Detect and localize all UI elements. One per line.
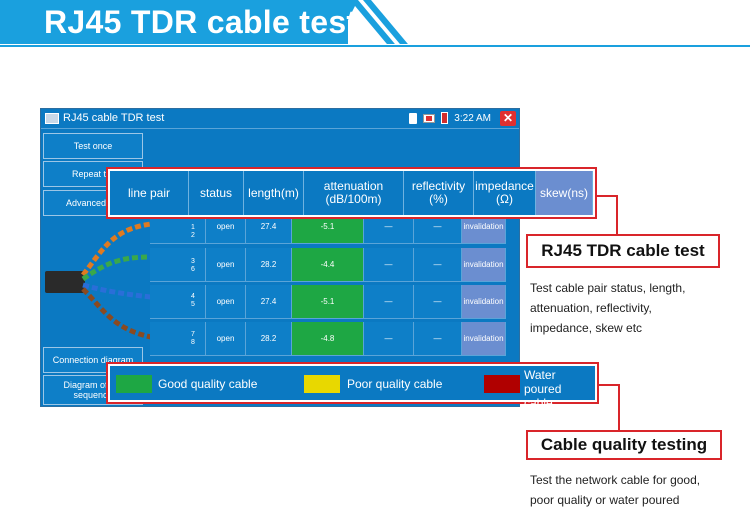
attenuation-cell: -5.1	[292, 285, 364, 319]
impedance-dash-cell: —	[414, 285, 462, 319]
header-reflectivity-label: reflectivity	[411, 179, 466, 193]
reflectivity-cell: —	[364, 248, 414, 282]
banner: RJ45 TDR cable test	[0, 0, 750, 48]
header-impedance-unit: (Ω)	[496, 192, 513, 206]
header-impedance-label: impedance	[475, 179, 534, 193]
status-cell: open	[206, 248, 246, 282]
table-row: open 27.4 -5.1 — — invalidation	[150, 285, 506, 319]
quality-desc-line: Test the network cable for good,	[530, 473, 701, 487]
sequence-diagram-label-2: sequence	[73, 390, 113, 400]
length-cell: 28.2	[246, 248, 292, 282]
pair-second: 6	[191, 266, 195, 273]
callout-connector	[597, 195, 617, 197]
reflectivity-cell: —	[364, 322, 414, 356]
quality-callout-title: Cable quality testing	[526, 430, 722, 460]
line-pair-cell	[150, 285, 206, 319]
header-status: status	[189, 171, 244, 215]
legend-highlight: Good quality cable Poor quality cable Wa…	[106, 362, 599, 410]
close-button[interactable]: ✕	[500, 111, 516, 126]
pair-second: 8	[191, 339, 195, 346]
impedance-cell: invalidation	[462, 322, 506, 356]
impedance-dash-cell: —	[414, 248, 462, 282]
flag-icon	[423, 113, 436, 123]
banner-bar	[0, 0, 348, 44]
quality-legend: Good quality cable Poor quality cable Wa…	[110, 366, 595, 410]
impedance-cell: invalidation	[462, 285, 506, 319]
callout-connector	[616, 195, 618, 235]
callout-connector	[599, 384, 619, 386]
header-skew: skew(ns)	[536, 171, 593, 215]
app-icon	[45, 113, 59, 124]
water-poured-label: Water poured cable	[524, 368, 595, 410]
sd-card-icon	[409, 112, 418, 124]
banner-underline	[0, 45, 750, 47]
line-pair-cell	[150, 322, 206, 356]
header-attenuation-label: attenuation	[323, 179, 384, 193]
quality-desc-line: poor quality or water poured	[530, 493, 680, 507]
pair-first: 7	[191, 331, 195, 338]
test-once-button[interactable]: Test once	[43, 133, 143, 159]
pair-first: 1	[191, 224, 195, 231]
tdr-callout-title: RJ45 TDR cable test	[526, 234, 720, 268]
status-bar: RJ45 cable TDR test 3:22 AM ✕	[41, 109, 519, 129]
table-row: open 28.2 -4.4 — — invalidation	[150, 248, 506, 282]
water-poured-swatch	[484, 375, 520, 393]
header-attenuation: attenuation (dB/100m)	[304, 171, 404, 215]
banner-title: RJ45 TDR cable test	[44, 4, 358, 40]
pair-second: 2	[191, 232, 195, 239]
status-cell: open	[206, 322, 246, 356]
poor-quality-swatch	[304, 375, 340, 393]
header-attenuation-unit: (dB/100m)	[325, 192, 382, 206]
pair-first: 4	[191, 293, 195, 300]
reflectivity-cell: —	[364, 285, 414, 319]
status-icons: 3:22 AM	[409, 112, 491, 124]
header-impedance: impedance (Ω)	[474, 171, 536, 215]
tdr-desc-line: attenuation, reflectivity,	[530, 301, 652, 315]
status-cell: open	[206, 285, 246, 319]
length-cell: 27.4	[246, 285, 292, 319]
poor-quality-label: Poor quality cable	[347, 377, 443, 391]
table-header-highlight: line pair status length(m) attenuation (…	[106, 167, 597, 219]
table-row: open 28.2 -4.8 — — invalidation	[150, 322, 506, 356]
callout-connector	[618, 384, 620, 430]
header-line-pair: line pair	[110, 171, 189, 215]
table-header: line pair status length(m) attenuation (…	[110, 171, 593, 215]
tdr-callout-description: Test cable pair status, length, attenuat…	[530, 278, 745, 338]
pair-first: 3	[191, 258, 195, 265]
length-cell: 28.2	[246, 322, 292, 356]
attenuation-cell: -4.8	[292, 322, 364, 356]
tdr-desc-line: impedance, skew etc	[530, 321, 643, 335]
good-quality-label: Good quality cable	[158, 377, 258, 391]
tdr-desc-line: Test cable pair status, length,	[530, 281, 686, 295]
sequence-diagram-label-1: Diagram of the	[63, 380, 123, 390]
header-reflectivity: reflectivity (%)	[404, 171, 474, 215]
impedance-dash-cell: —	[414, 322, 462, 356]
header-reflectivity-unit: (%)	[429, 192, 448, 206]
pair-second: 5	[191, 301, 195, 308]
battery-icon	[441, 112, 449, 124]
impedance-cell: invalidation	[462, 248, 506, 282]
water-poured-label-1: Water poured	[524, 368, 562, 396]
line-pair-cell	[150, 248, 206, 282]
good-quality-swatch	[116, 375, 152, 393]
attenuation-cell: -4.4	[292, 248, 364, 282]
header-length: length(m)	[244, 171, 304, 215]
app-title: RJ45 cable TDR test	[63, 112, 165, 124]
clock-time: 3:22 AM	[454, 112, 491, 124]
quality-callout-description: Test the network cable for good, poor qu…	[530, 470, 745, 510]
water-poured-label-2: cable	[524, 396, 553, 410]
banner-arrow	[336, 0, 358, 44]
cable-illustration	[45, 221, 151, 340]
